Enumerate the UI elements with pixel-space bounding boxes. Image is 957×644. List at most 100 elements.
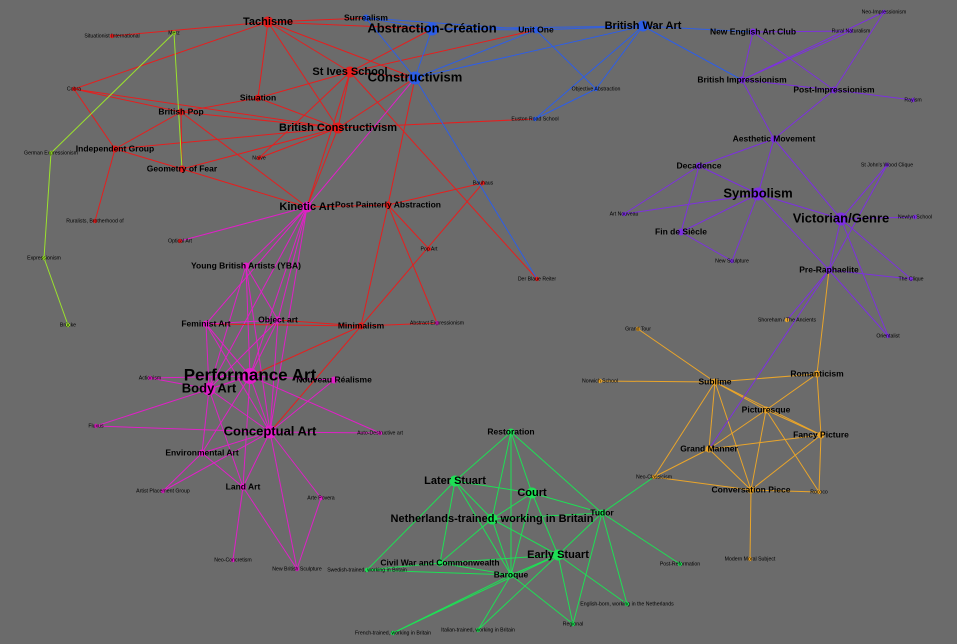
node-findesiecle[interactable]	[677, 228, 685, 236]
node-romanticism[interactable]	[813, 370, 821, 378]
edge-independentgroup-ruralists	[94, 148, 116, 222]
node-expressionism[interactable]	[41, 255, 47, 261]
node-shoreham[interactable]	[784, 317, 790, 323]
node-actionism[interactable]	[147, 375, 153, 381]
node-laterstuart[interactable]	[449, 475, 461, 487]
node-neoimpressionism[interactable]	[881, 9, 887, 15]
edge-britishimpressionism-aestheticmovement	[741, 79, 775, 140]
node-naive[interactable]	[256, 155, 262, 161]
node-tachisme[interactable]	[262, 16, 274, 28]
node-cobra[interactable]	[71, 86, 77, 92]
node-kineticart[interactable]	[301, 201, 313, 213]
edge-baroque-regional	[510, 574, 574, 625]
node-grandtour[interactable]	[635, 326, 641, 332]
node-brucke[interactable]	[65, 322, 71, 328]
node-baroque[interactable]	[507, 571, 515, 579]
node-britishconstructivism[interactable]	[332, 122, 344, 134]
node-theclique[interactable]	[908, 276, 914, 282]
node-ruralnaturalism[interactable]	[848, 28, 854, 34]
node-derblaue[interactable]	[534, 276, 540, 282]
node-opticalart[interactable]	[177, 238, 183, 244]
node-stives[interactable]	[344, 66, 356, 78]
node-civilwar[interactable]	[436, 559, 444, 567]
node-fancypicture[interactable]	[817, 431, 825, 439]
node-bodyart[interactable]	[202, 382, 216, 396]
edge-situation-britishpop	[180, 97, 259, 113]
node-symbolism[interactable]	[751, 187, 765, 201]
node-situation[interactable]	[254, 94, 262, 102]
node-germanexpressionism[interactable]	[48, 150, 54, 156]
node-rayism[interactable]	[910, 97, 916, 103]
node-performanceart[interactable]	[242, 368, 258, 384]
node-britishimpressionism[interactable]	[738, 76, 746, 84]
node-decadence[interactable]	[695, 162, 703, 170]
node-orientalist[interactable]	[885, 333, 891, 339]
node-postpainterly[interactable]	[384, 201, 392, 209]
node-newsculpture[interactable]	[729, 258, 735, 264]
node-grandmanner[interactable]	[705, 445, 713, 453]
node-label-fancypicture: Fancy Picture	[793, 429, 849, 439]
node-merz[interactable]	[171, 30, 177, 36]
node-artepovera[interactable]	[318, 495, 324, 501]
node-yba[interactable]	[242, 262, 250, 270]
node-minimalism[interactable]	[357, 322, 365, 330]
node-abstractioncreation[interactable]	[425, 22, 439, 36]
node-neoclassicism[interactable]	[651, 474, 657, 480]
edge-tachisme-britishconstructivism	[267, 21, 339, 129]
edge-kineticart-objectart	[277, 206, 308, 321]
node-britishpop[interactable]	[177, 108, 185, 116]
node-constructivism[interactable]	[408, 71, 422, 85]
node-swedish[interactable]	[364, 567, 370, 573]
node-sublime[interactable]	[711, 378, 719, 386]
node-objectiveabstraction[interactable]	[593, 86, 599, 92]
node-regional[interactable]	[570, 621, 576, 627]
node-neoconcretism[interactable]	[230, 557, 236, 563]
node-earlystuart[interactable]	[552, 549, 564, 561]
node-label-situationist: Situationist International	[84, 33, 139, 39]
node-abstractexpressionism[interactable]	[434, 320, 440, 326]
node-modernmoral[interactable]	[747, 556, 753, 562]
edge-performanceart-environmentalart	[201, 375, 251, 454]
node-feministart[interactable]	[202, 320, 210, 328]
node-postreformation[interactable]	[677, 561, 683, 567]
node-artistplacement[interactable]	[160, 488, 166, 494]
node-rococo[interactable]	[816, 489, 822, 495]
node-prerafaelite[interactable]	[825, 266, 833, 274]
node-popart[interactable]	[426, 246, 432, 252]
node-fluxus[interactable]	[93, 423, 99, 429]
node-unitone[interactable]	[532, 26, 540, 34]
node-netherlands[interactable]	[486, 513, 498, 525]
node-court[interactable]	[526, 487, 538, 499]
node-nouveaurealisme[interactable]	[330, 376, 338, 384]
node-aestheticmovement[interactable]	[770, 135, 778, 143]
node-ruralists[interactable]	[92, 218, 98, 224]
node-norwich[interactable]	[597, 378, 603, 384]
node-landart[interactable]	[239, 483, 247, 491]
node-stjohnswood[interactable]	[884, 162, 890, 168]
node-autodestructive[interactable]	[377, 430, 383, 436]
node-surrealism[interactable]	[362, 14, 370, 22]
edge-grandmanner-neoclassicism	[653, 448, 710, 478]
node-independentgroup[interactable]	[111, 145, 119, 153]
node-victoriangenre[interactable]	[834, 212, 848, 226]
node-postimpressionism[interactable]	[830, 86, 838, 94]
node-tudor[interactable]	[598, 509, 606, 517]
node-bauhaus[interactable]	[480, 180, 486, 186]
node-englishborn[interactable]	[624, 601, 630, 607]
node-newlyn[interactable]	[912, 214, 918, 220]
node-eustonroad[interactable]	[532, 116, 538, 122]
node-geometryoffear[interactable]	[178, 165, 186, 173]
node-objectart[interactable]	[274, 316, 282, 324]
node-newbritishsculpture[interactable]	[294, 566, 300, 572]
node-newenglish[interactable]	[749, 28, 757, 36]
node-conceptualart[interactable]	[263, 425, 277, 439]
node-conversationpiece[interactable]	[747, 486, 755, 494]
node-environmentalart[interactable]	[198, 449, 206, 457]
node-britishwarart[interactable]	[637, 20, 649, 32]
node-situationist[interactable]	[109, 33, 115, 39]
node-picturesque[interactable]	[762, 406, 770, 414]
node-artnouveau[interactable]	[621, 211, 627, 217]
node-italiantrained[interactable]	[475, 627, 481, 633]
node-restoration[interactable]	[507, 428, 515, 436]
node-frenchtrained[interactable]	[390, 630, 396, 636]
